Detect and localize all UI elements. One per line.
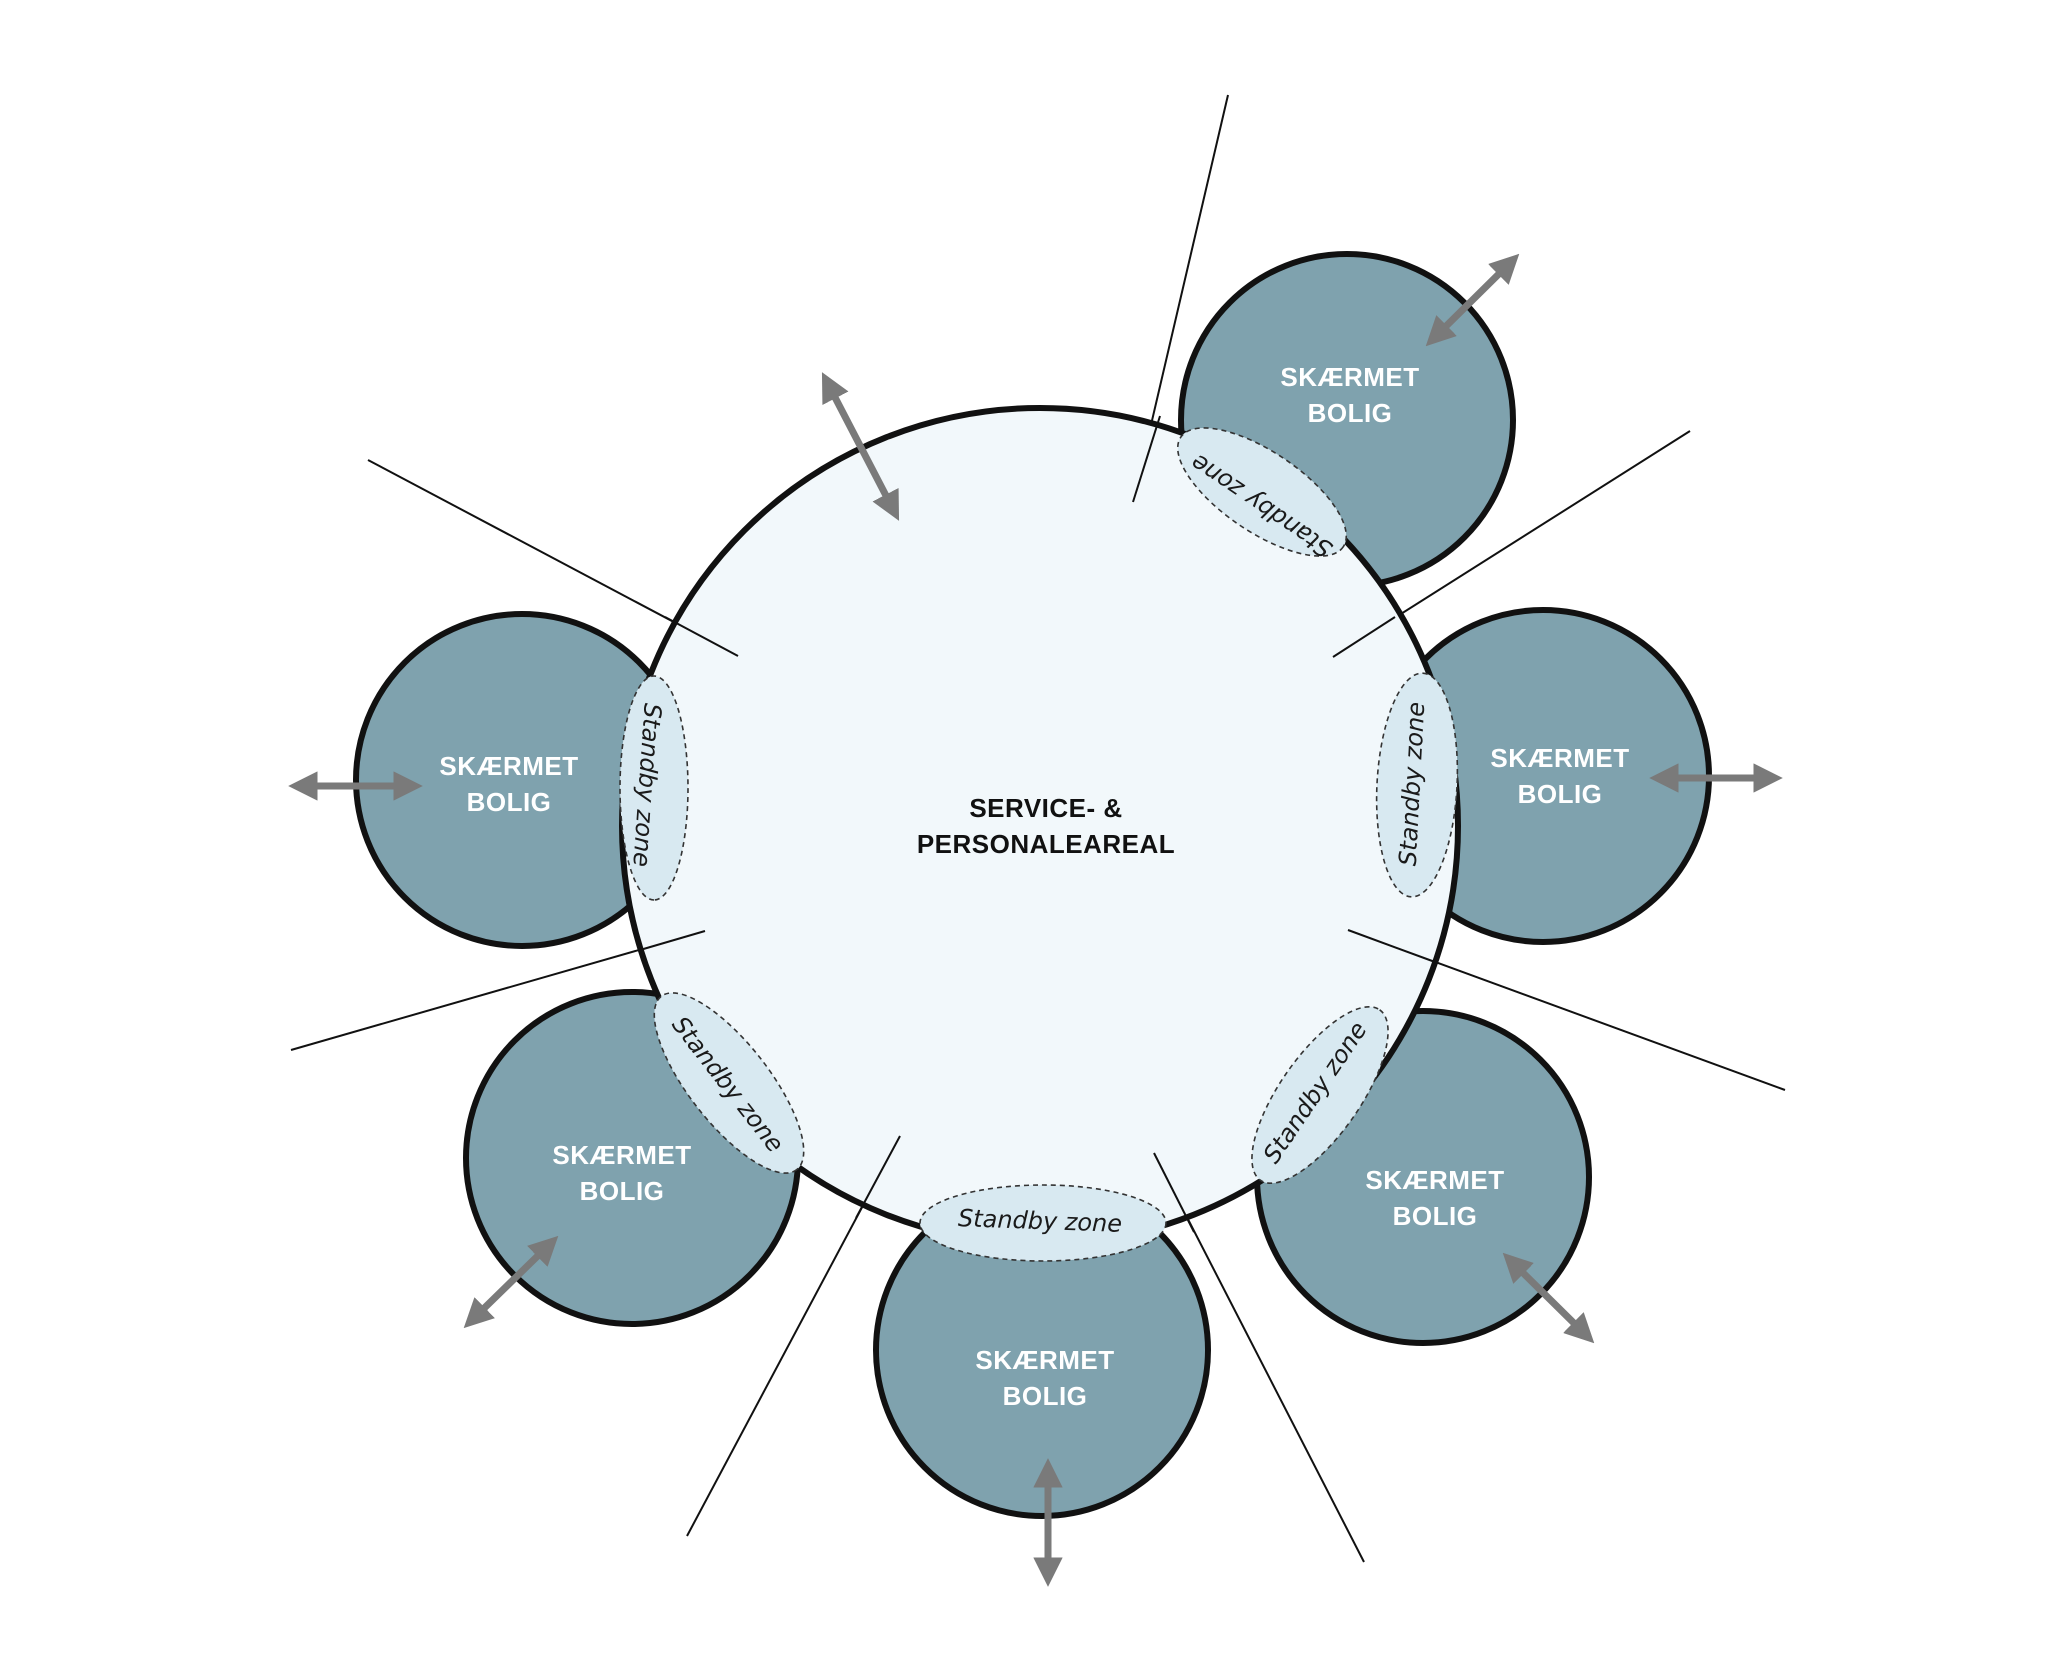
standby-zone-bottom-right xyxy=(1251,1005,1389,1185)
unit-label-line2: BOLIG xyxy=(467,787,552,817)
sector-lines-inner xyxy=(639,415,1436,1233)
double-headed-arrow-icon xyxy=(1425,253,1520,347)
sector-line-inner xyxy=(1132,415,1161,503)
unit-label-line2: BOLIG xyxy=(580,1176,665,1206)
standby-zone-right xyxy=(1375,672,1459,898)
unit-label-line2: BOLIG xyxy=(1308,398,1393,428)
sector-line-inner xyxy=(855,1135,901,1219)
unit-label-line1: SKÆRMET xyxy=(1280,362,1419,392)
service-area-label-line2: PERSONALEAREAL xyxy=(917,829,1175,859)
double-headed-arrow-icon xyxy=(463,1235,559,1329)
double-headed-arrow-icon xyxy=(821,372,900,521)
standby-zones xyxy=(619,427,1459,1262)
standby-zone-bottom xyxy=(919,1184,1167,1262)
standby-zone-bottom-left xyxy=(653,992,805,1174)
unit-label-line2: BOLIG xyxy=(1393,1201,1478,1231)
sector-line-inner xyxy=(1347,929,1436,963)
sector-line-inner xyxy=(639,930,706,951)
unit-label-line1: SKÆRMET xyxy=(1490,743,1629,773)
sector-line xyxy=(290,930,706,1051)
standby-zone-left xyxy=(619,675,689,901)
unit-label-line1: SKÆRMET xyxy=(975,1345,1114,1375)
unit-label-line2: BOLIG xyxy=(1003,1381,1088,1411)
unit-label-line1: SKÆRMET xyxy=(1365,1165,1504,1195)
standby-zone-top-right xyxy=(1176,427,1348,557)
double-headed-arrow-icon xyxy=(1502,1252,1595,1344)
unit-labels: SKÆRMET BOLIG SKÆRMET BOLIG SKÆRMET BOLI… xyxy=(439,362,1629,1411)
sector-line-inner xyxy=(1153,1152,1195,1233)
service-area-label-line1: SERVICE- & xyxy=(969,793,1122,823)
sector-line-inner xyxy=(1332,616,1396,658)
unit-label-line2: BOLIG xyxy=(1518,779,1603,809)
unit-label-line1: SKÆRMET xyxy=(552,1140,691,1170)
access-arrows xyxy=(288,253,1783,1587)
unit-label-line1: SKÆRMET xyxy=(439,751,578,781)
sector-line-inner xyxy=(664,616,739,657)
standby-zone-label: Standby zone xyxy=(958,1204,1123,1238)
